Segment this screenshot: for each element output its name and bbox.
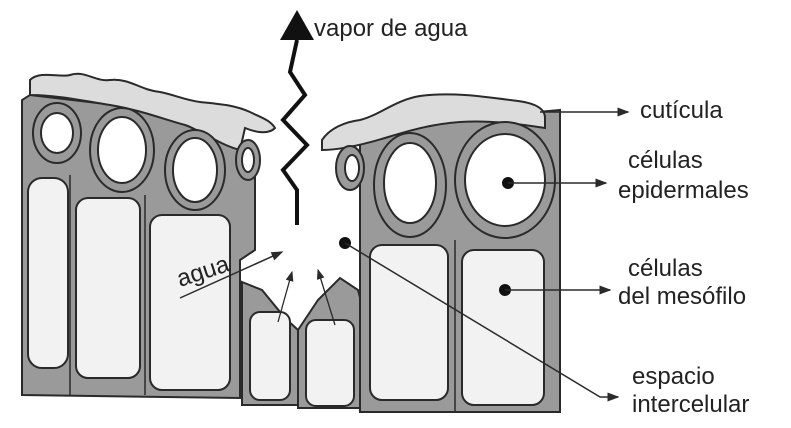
left-tissue-block bbox=[22, 74, 275, 398]
left-epidermal-lumen-1 bbox=[41, 113, 73, 153]
label-celulas-mesofilo-2: del mesófilo bbox=[618, 283, 746, 310]
label-espacio-intercelular-1: espacio bbox=[632, 363, 715, 390]
label-celulas-epidermales-2: epidermales bbox=[618, 177, 749, 204]
right-mesophyll-cell-1 bbox=[370, 245, 448, 400]
left-mesophyll-cell-1 bbox=[28, 178, 68, 368]
right-mesophyll-cell-2 bbox=[462, 250, 544, 405]
right-guard-lumen bbox=[345, 155, 359, 181]
label-celulas-mesofilo-1: células bbox=[628, 255, 703, 282]
left-mesophyll-cell-2 bbox=[76, 198, 140, 378]
middle-lower-cells bbox=[242, 278, 362, 408]
vapor-arrow-head bbox=[280, 10, 314, 40]
left-epidermal-lumen-2 bbox=[98, 117, 146, 183]
label-celulas-epidermales-1: células bbox=[628, 147, 703, 174]
label-cuticula: cutícula bbox=[640, 97, 723, 124]
label-vapor-de-agua: vapor de agua bbox=[314, 15, 468, 42]
left-epidermal-lumen-3 bbox=[173, 138, 217, 202]
left-mesophyll-cell-3 bbox=[150, 215, 230, 390]
label-espacio-intercelular-2: intercelular bbox=[632, 391, 749, 418]
right-epidermal-lumen-1 bbox=[384, 143, 436, 223]
vapor-zigzag-arrow bbox=[283, 40, 307, 225]
left-guard-lumen bbox=[242, 148, 254, 172]
